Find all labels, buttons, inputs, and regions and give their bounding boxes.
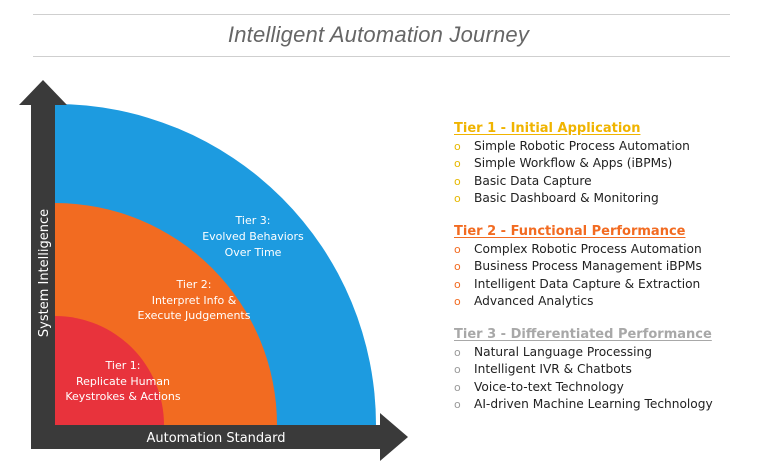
tier-1-label-line1: Tier 1:	[105, 359, 141, 372]
y-axis-arrowhead	[19, 80, 67, 105]
x-axis-bar	[31, 425, 383, 449]
circle-bullet-icon: o	[454, 397, 461, 411]
y-axis-bar	[31, 105, 55, 447]
x-axis-label: Automation Standard	[147, 431, 286, 446]
tier-3-label-line1: Tier 3:	[235, 214, 271, 227]
circle-bullet-icon: o	[454, 140, 461, 153]
tier-1-arc	[55, 316, 164, 425]
circle-bullet-icon: o	[454, 174, 461, 188]
tier-2-label-line3: Execute Judgements	[138, 309, 251, 322]
tier-2-heading: Tier 2 - Functional Performance	[454, 224, 686, 239]
circle-bullet-icon: o	[454, 191, 461, 205]
circle-bullet-icon: o	[454, 277, 461, 291]
tier-1-label-line3: Keystrokes & Actions	[65, 390, 180, 403]
page-title: Intelligent Automation Journey	[227, 22, 530, 47]
circle-bullet-icon: o	[454, 380, 461, 394]
x-axis-arrowhead	[380, 413, 408, 461]
circle-bullet-icon: o	[454, 363, 461, 377]
tier-2-label-line2: Interpret Info &	[152, 294, 237, 307]
tier-1-heading: Tier 1 - Initial Application	[454, 121, 641, 136]
circle-bullet-icon: o	[454, 243, 461, 256]
tier-3-heading: Tier 3 - Differentiated Performance	[454, 327, 712, 342]
title-underline	[33, 56, 730, 57]
circle-bullet-icon: o	[454, 294, 461, 308]
tier-3-label-line2: Evolved Behaviors	[202, 230, 304, 243]
top-rule	[33, 14, 730, 15]
tier-1-label-line2: Replicate Human	[76, 375, 170, 388]
circle-bullet-icon: o	[454, 260, 461, 274]
tier-2-label-line1: Tier 2:	[176, 278, 212, 291]
circle-bullet-icon: o	[454, 346, 461, 359]
circle-bullet-icon: o	[454, 157, 461, 171]
y-axis-label: System Intelligence	[37, 209, 52, 337]
tier-3-label-line3: Over Time	[225, 246, 282, 259]
